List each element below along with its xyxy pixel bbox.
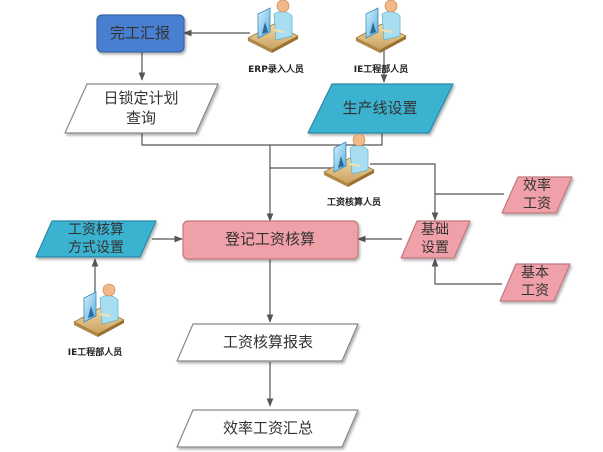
edge-wage-staff-to-basic-setup [370, 163, 439, 221]
node-efficiency-wage-summary[interactable]: 效率工资汇总 [176, 409, 359, 448]
node-efficiency-wage-summary-label: 效率工资汇总 [223, 419, 313, 437]
node-completion-report-label: 完工汇报 [110, 24, 170, 42]
node-wage-calc-method-setup[interactable]: 工资核算 方式设置 [35, 220, 157, 258]
node-efficiency-wage-line2: 工资 [523, 196, 551, 212]
person-at-computer-icon [247, 0, 299, 54]
edge-query-production-merge [141, 133, 383, 146]
node-basic-setup-line1: 基础 [421, 221, 449, 238]
node-daily-lock-plan-query[interactable]: 日锁定计划 查询 [64, 83, 219, 134]
node-efficiency-wage-line1: 效率 [523, 177, 551, 194]
actor-ie-dept-staff-bottom: IE工程部人员 [68, 283, 125, 358]
node-basic-wage-line1: 基本 [521, 264, 549, 281]
person-at-computer-icon [73, 283, 125, 338]
actor-wage-calc-staff-label: 工资核算人员 [327, 196, 381, 208]
node-basic-setup-line2: 设置 [421, 240, 449, 256]
actor-ie-dept-staff-top: IE工程部人员 [354, 0, 409, 75]
edge-basic-wage-to-basic-setup [431, 258, 502, 285]
actor-erp-entry-staff-label: ERP录入人员 [248, 63, 304, 75]
node-daily-lock-plan-query-line2: 查询 [126, 109, 156, 127]
node-daily-lock-plan-query-line1: 日锁定计划 [103, 89, 178, 107]
node-wage-calc-report[interactable]: 工资核算报表 [176, 323, 359, 362]
node-wage-calc-method-setup-line1: 工资核算 [68, 222, 124, 238]
actor-wage-calc-staff: 工资核算人员 [323, 133, 381, 208]
node-wage-calc-method-setup-line2: 方式设置 [68, 240, 124, 256]
node-completion-report[interactable]: 完工汇报 [96, 14, 185, 53]
actor-ie-dept-staff-top-label: IE工程部人员 [354, 63, 409, 75]
node-basic-wage-line2: 工资 [521, 283, 549, 299]
person-at-computer-icon [323, 133, 375, 188]
node-basic-setup[interactable]: 基础 设置 [400, 220, 471, 259]
node-basic-wage[interactable]: 基本 工资 [499, 263, 571, 302]
node-production-line-setup-label: 生产线设置 [342, 99, 417, 117]
actor-ie-dept-staff-bottom-label: IE工程部人员 [68, 346, 123, 358]
node-wage-calc-report-label: 工资核算报表 [223, 333, 313, 351]
node-register-wage-calc-label: 登记工资核算 [225, 230, 315, 248]
actor-erp-entry-staff: ERP录入人员 [247, 0, 304, 75]
node-production-line-setup[interactable]: 生产线设置 [307, 83, 454, 134]
node-efficiency-wage[interactable]: 效率 工资 [501, 176, 573, 214]
node-register-wage-calc[interactable]: 登记工资核算 [182, 220, 359, 260]
person-at-computer-icon [355, 0, 407, 54]
